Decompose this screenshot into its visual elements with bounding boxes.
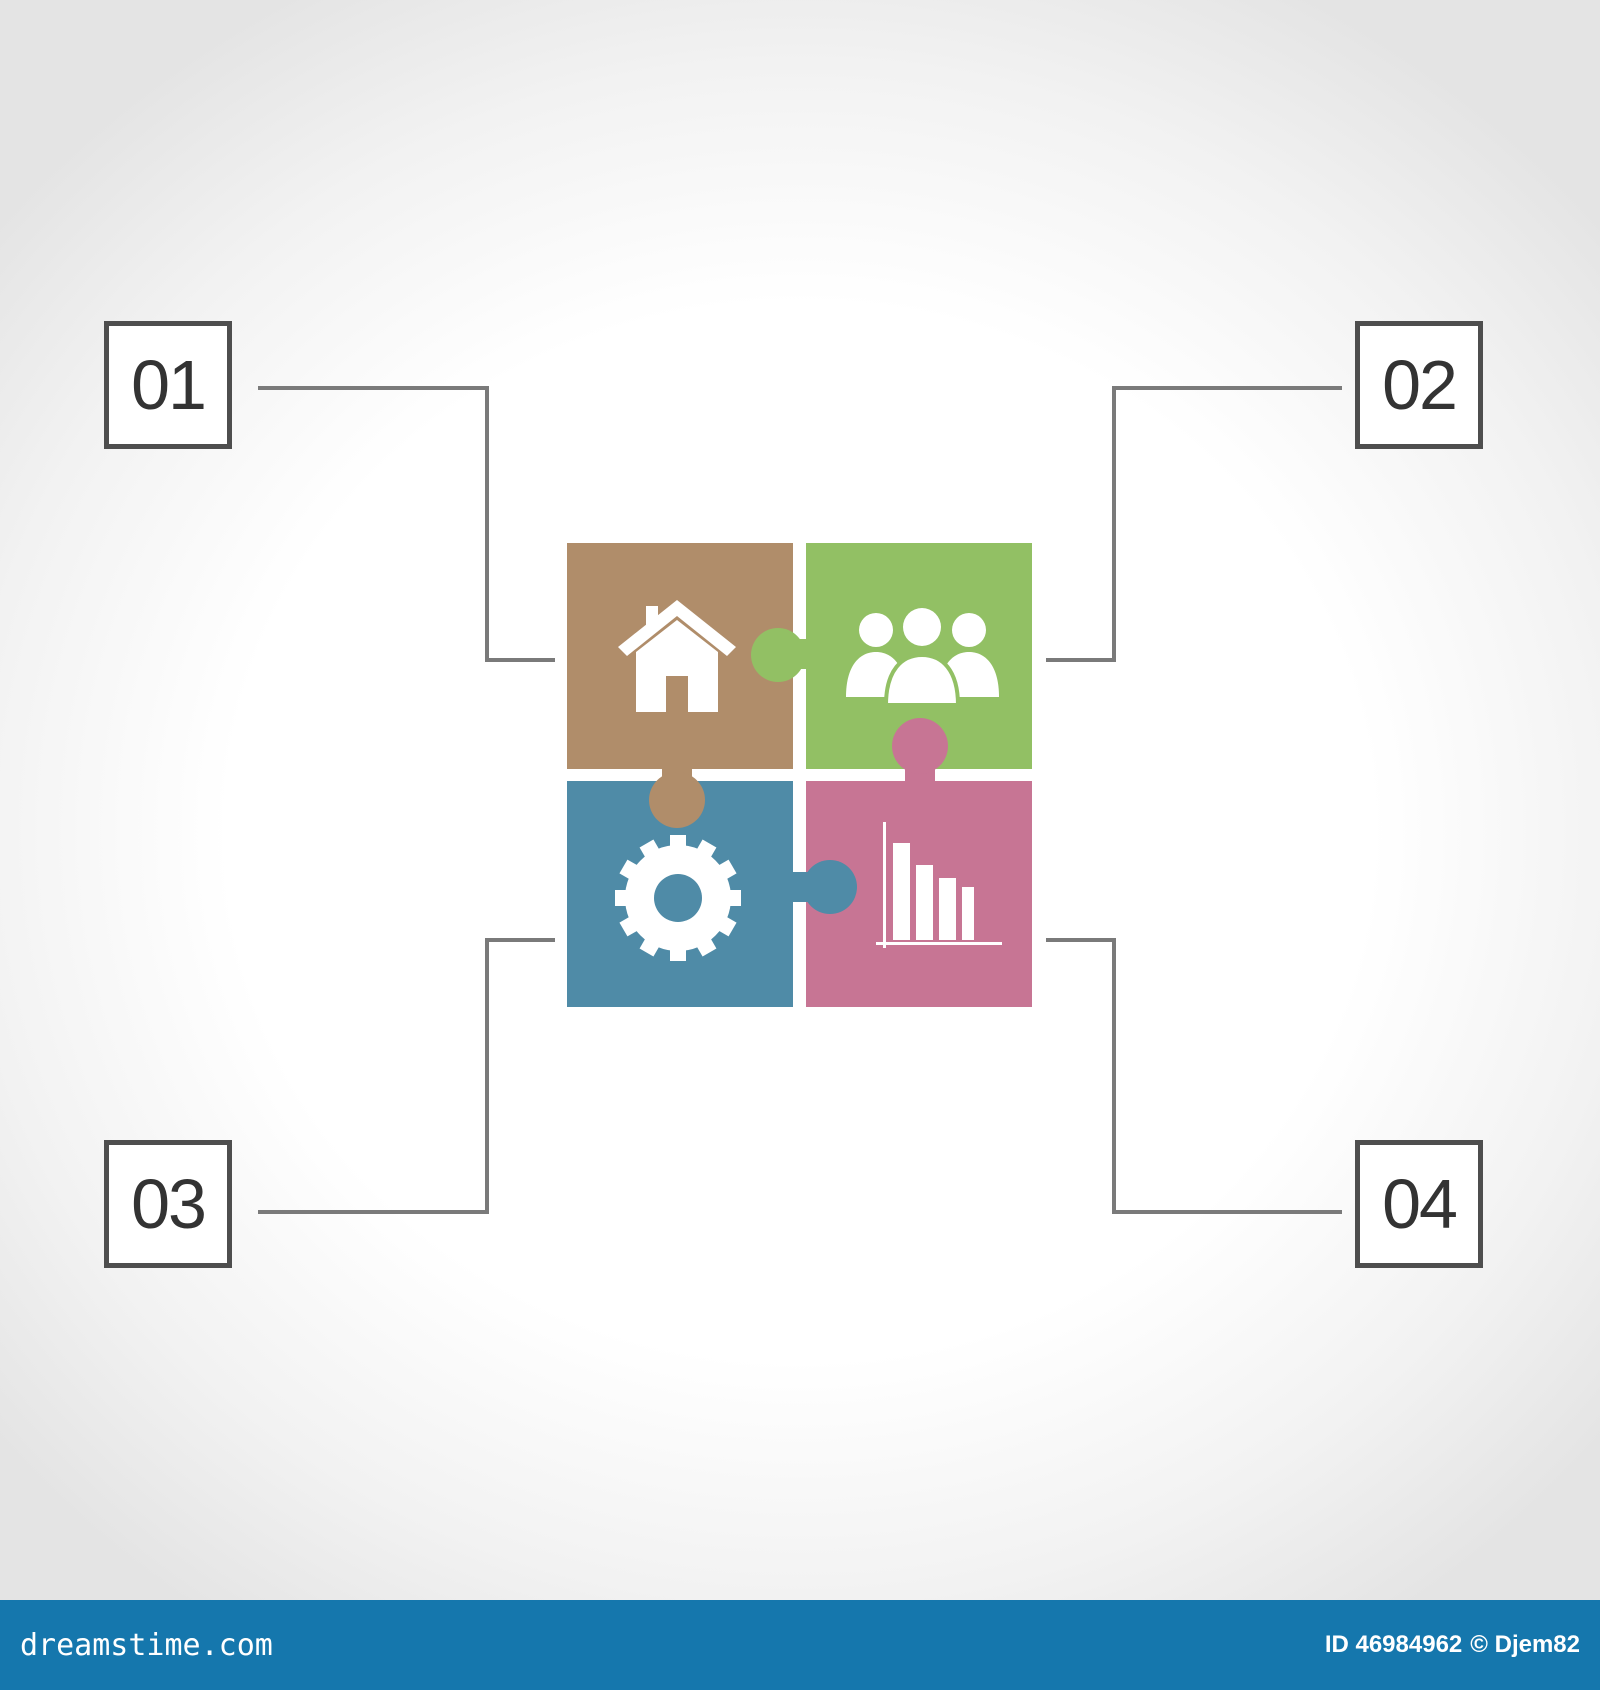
connector-04 bbox=[1046, 938, 1342, 1214]
diagram-stage: 01 02 03 04 bbox=[0, 0, 1600, 1600]
connector-03 bbox=[258, 938, 555, 1214]
puzzle-graphic bbox=[567, 543, 1032, 1007]
gear-icon bbox=[615, 835, 741, 961]
house-icon bbox=[618, 600, 736, 712]
step-box-01: 01 bbox=[104, 321, 232, 449]
tab-pink bbox=[892, 718, 948, 784]
connector-01 bbox=[258, 386, 555, 662]
tab-blue bbox=[788, 860, 857, 914]
step-box-04: 04 bbox=[1355, 1140, 1483, 1268]
step-number-04: 04 bbox=[1382, 1165, 1458, 1243]
image-id: ID 46984962 bbox=[1324, 1631, 1463, 1658]
footer-bar: dreamstime.com ID 46984962 © Djem82 bbox=[0, 1600, 1600, 1690]
step-box-02: 02 bbox=[1355, 321, 1483, 449]
step-number-01: 01 bbox=[131, 346, 207, 424]
connector-02 bbox=[1046, 386, 1342, 662]
step-number-03: 03 bbox=[131, 1165, 207, 1243]
author-credit: © Djem82 bbox=[1470, 1631, 1580, 1658]
step-number-02: 02 bbox=[1382, 346, 1458, 424]
step-box-03: 03 bbox=[104, 1140, 232, 1268]
tab-green bbox=[751, 628, 812, 682]
connector-lines bbox=[258, 386, 1342, 1214]
people-icon bbox=[846, 608, 999, 707]
brand-label[interactable]: dreamstime.com bbox=[20, 1627, 273, 1663]
tab-brown bbox=[649, 764, 705, 828]
bar-chart-icon bbox=[876, 822, 1002, 948]
image-credit: ID 46984962 © Djem82 bbox=[1325, 1631, 1580, 1659]
